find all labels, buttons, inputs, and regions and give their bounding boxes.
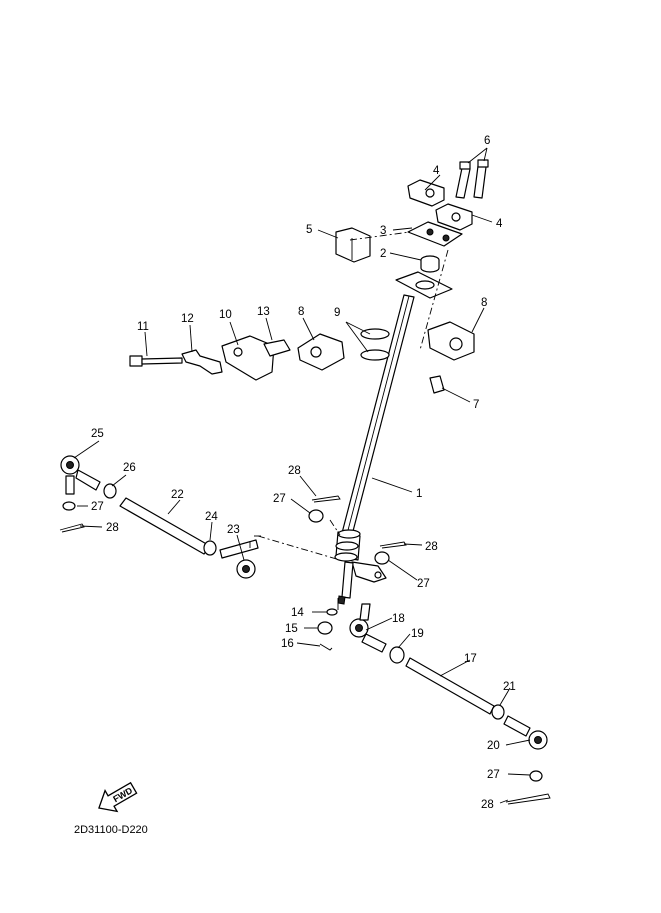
nut-27-bottom	[529, 770, 543, 782]
callout-27-bottom: 27	[487, 769, 500, 781]
nut-15	[317, 621, 333, 635]
callout-9: 9	[334, 307, 340, 319]
leader-lines	[73, 147, 531, 804]
callout-4-top: 4	[433, 165, 440, 177]
assembly-lines	[249, 231, 449, 561]
callout-27-right: 27	[417, 578, 430, 590]
cover-block	[335, 227, 371, 263]
nut-21	[491, 704, 505, 720]
callout-7: 7	[473, 399, 479, 411]
fwd-arrow-icon: FWD	[98, 781, 138, 813]
callout-6: 6	[484, 135, 490, 147]
callout-26: 26	[123, 462, 136, 474]
callout-27-center: 27	[273, 493, 286, 505]
cotter-pins	[59, 495, 551, 805]
pin	[429, 375, 445, 394]
callout-28-bottom: 28	[481, 799, 494, 811]
callout-13: 13	[257, 306, 270, 318]
callout-27-left: 27	[91, 501, 104, 513]
callout-4-right: 4	[496, 218, 503, 230]
tie-rod-22	[119, 497, 211, 555]
tie-rod-end-18	[349, 603, 387, 653]
collar	[420, 255, 440, 273]
callout-5: 5	[306, 224, 312, 236]
callout-8-left: 8	[298, 306, 304, 318]
handlebar-holder-assembly	[407, 159, 489, 247]
bracket-10	[221, 335, 275, 381]
nut-27-upper-left	[308, 509, 324, 523]
callout-28-center: 28	[288, 465, 301, 477]
callout-19: 19	[411, 628, 424, 640]
tie-rod-end-23	[219, 539, 259, 579]
diagram-code: 2D31100-D220	[74, 824, 148, 836]
callout-22: 22	[171, 489, 184, 501]
nut-27-upper-right	[374, 551, 390, 565]
bearing-holder-left	[297, 333, 345, 371]
callout-18: 18	[392, 613, 405, 625]
bearing-holder-right	[427, 321, 475, 361]
tie-rod-end-left	[60, 455, 101, 495]
nut-24	[203, 540, 217, 556]
callout-2: 2	[380, 248, 386, 260]
callout-3: 3	[380, 225, 386, 237]
lock-plate-12	[181, 349, 223, 375]
callout-25: 25	[91, 428, 104, 440]
bushing-13	[263, 339, 291, 357]
callout-16: 16	[281, 638, 294, 650]
callout-1: 1	[416, 488, 422, 500]
callout-21: 21	[503, 681, 516, 693]
callout-numbers: 1 2 3 4 4 5 6 7 8 8 9 10 11 12 13 14 15 …	[91, 135, 516, 811]
tie-rod-17	[405, 657, 495, 715]
callout-20: 20	[487, 740, 500, 752]
nut-26	[103, 483, 117, 499]
callout-23: 23	[227, 524, 240, 536]
callout-15: 15	[285, 623, 298, 635]
callout-11: 11	[137, 321, 149, 333]
bolt-11	[129, 355, 183, 367]
callout-28-right: 28	[425, 541, 438, 553]
callout-28-left: 28	[106, 522, 119, 534]
washer-14	[326, 608, 338, 616]
nut-19	[389, 646, 405, 664]
callout-24: 24	[205, 511, 218, 523]
steering-shaft	[334, 271, 453, 610]
callout-8-right: 8	[481, 297, 487, 309]
callout-14: 14	[291, 607, 304, 619]
callout-17: 17	[464, 653, 477, 665]
callout-12: 12	[181, 313, 194, 325]
callout-10: 10	[219, 309, 232, 321]
oil-seal-9	[360, 328, 390, 361]
nut-27-left	[62, 501, 76, 511]
